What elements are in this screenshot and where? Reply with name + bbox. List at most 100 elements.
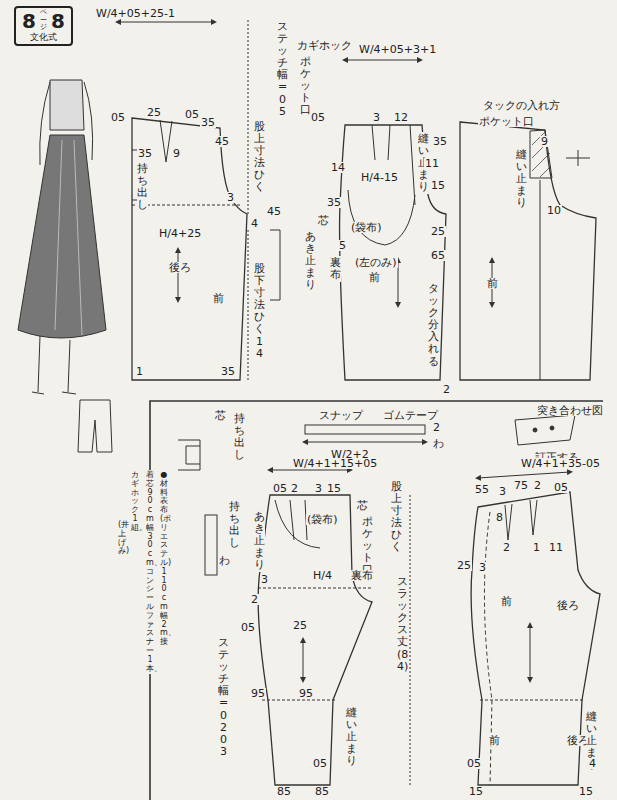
pattern-note: 芯 bbox=[356, 500, 369, 511]
pattern-note: 持ち出し bbox=[234, 412, 245, 462]
dimension-number: 2 bbox=[250, 594, 259, 605]
dimension-number: 2 bbox=[290, 483, 299, 494]
dimension-number: 65 bbox=[430, 250, 446, 261]
formula-label: W/4+1+35-05 bbox=[520, 458, 601, 469]
pattern-note: 後ろ bbox=[168, 262, 192, 273]
dimension-number: 11 bbox=[424, 158, 440, 169]
formula-label: W/4+05+25-1 bbox=[95, 8, 176, 19]
dimension-number: 3 bbox=[314, 483, 323, 494]
pattern-note: 股上寸法ひく bbox=[254, 120, 265, 195]
formula-label: W/4+1+15+05 bbox=[292, 458, 378, 469]
dimension-number: 3 bbox=[226, 192, 235, 203]
pattern-note: スラックス丈(84) bbox=[397, 575, 408, 674]
dimension-number: 3 bbox=[372, 112, 381, 123]
pattern-note: 着芯90cm幅30cm、コンシールファスナー1本、 bbox=[146, 470, 154, 674]
dimension-number: 45 bbox=[214, 136, 230, 147]
pattern-note: カギホック bbox=[296, 40, 353, 51]
dimension-number: 05 bbox=[553, 482, 569, 493]
dimension-number: 12 bbox=[393, 112, 409, 123]
dimension-number: 35 bbox=[326, 197, 342, 208]
dimension-number: 95 bbox=[250, 688, 266, 699]
dimension-number: 15 bbox=[326, 483, 342, 494]
dimension-number: 1 bbox=[532, 542, 541, 553]
pattern-note: わ bbox=[432, 438, 445, 449]
dimension-number: 3 bbox=[478, 562, 487, 573]
pattern-note: (袋布) bbox=[350, 222, 383, 233]
pattern-note: 突き合わせ図 bbox=[536, 405, 604, 416]
dimension-number: 11 bbox=[548, 542, 564, 553]
formula-label: H/4-15 bbox=[360, 172, 399, 183]
dimension-number: 4 bbox=[588, 758, 597, 769]
pattern-note: 股下寸法ひく14 bbox=[254, 262, 265, 361]
pattern-note: 後ろ bbox=[556, 600, 580, 611]
pattern-note: 縫い止まり bbox=[516, 148, 527, 210]
dimension-number: 2 bbox=[533, 480, 542, 491]
dimension-number: 9 bbox=[540, 136, 549, 147]
pattern-note: ポケット口 bbox=[300, 55, 311, 117]
pattern-note: タックの入れ方 bbox=[482, 100, 561, 111]
pattern-note: (左のみ) bbox=[354, 257, 398, 268]
dimension-number: 9 bbox=[172, 148, 181, 159]
pattern-note: 前 bbox=[212, 293, 225, 304]
dimension-number: 15 bbox=[468, 786, 484, 797]
pattern-note: あき止まり bbox=[305, 230, 316, 292]
dimension-number: 95 bbox=[298, 688, 314, 699]
formula-label: W/4+05+3+1 bbox=[358, 44, 437, 55]
dimension-number: 2 bbox=[432, 422, 441, 433]
page-word: ページ bbox=[40, 9, 47, 32]
pattern-note: あき止まり bbox=[254, 510, 265, 572]
page-number: 8 bbox=[51, 11, 65, 31]
header-row: 8 ページ 8 bbox=[22, 9, 65, 32]
dimension-number: 15 bbox=[578, 786, 594, 797]
pattern-note: ゴムテープ bbox=[382, 410, 439, 421]
dimension-number: 25 bbox=[292, 620, 308, 631]
dimension-number: 5 bbox=[338, 240, 347, 251]
dimension-number: 14 bbox=[330, 162, 346, 173]
pattern-note: 裏布 bbox=[350, 570, 374, 581]
pattern-note: ポケット口 bbox=[478, 116, 535, 127]
pattern-note: 縫い止まり bbox=[346, 706, 357, 768]
pattern-note: 股上寸法ひく bbox=[391, 480, 402, 555]
dimension-number: 05 bbox=[310, 112, 326, 123]
dimension-number: 05 bbox=[240, 622, 256, 633]
dimension-number: 25 bbox=[430, 226, 446, 237]
pattern-note: 前 bbox=[486, 278, 499, 289]
pattern-note: タック分入れる bbox=[428, 282, 439, 369]
dimension-number: 05 bbox=[312, 758, 328, 769]
pattern-note: ●材料 表布(ポリエステル)110cm幅2m、接 bbox=[160, 470, 168, 648]
dimension-number: 05 bbox=[110, 112, 126, 123]
pattern-note: 持ち出し bbox=[137, 162, 148, 212]
dimension-number: 35 bbox=[200, 117, 216, 128]
dimension-number: 8 bbox=[495, 512, 504, 523]
method-name: 文化式 bbox=[22, 33, 65, 42]
dimension-number: 3 bbox=[260, 574, 269, 585]
dimension-number: 05 bbox=[466, 758, 482, 769]
pattern-note: 芯 bbox=[214, 410, 227, 421]
formula-label: H/4+25 bbox=[158, 228, 202, 239]
page-header-box: 8 ページ 8 文化式 bbox=[14, 6, 73, 46]
dimension-number: 2 bbox=[502, 542, 511, 553]
dimension-number: 35 bbox=[432, 136, 448, 147]
pattern-note: 前 bbox=[368, 272, 381, 283]
pattern-note: (井上げみ) bbox=[118, 520, 126, 557]
pattern-note: 芯 bbox=[318, 214, 329, 228]
dimension-number: 4 bbox=[250, 218, 259, 229]
pattern-note: ステッチ幅=02 03 bbox=[218, 636, 229, 759]
dimension-number: 10 bbox=[546, 205, 562, 216]
pattern-note: カギホック1組。 bbox=[131, 470, 139, 534]
dimension-number: 75 bbox=[513, 480, 529, 491]
pattern-note: わ bbox=[218, 555, 231, 566]
dimension-number: 35 bbox=[220, 366, 236, 377]
page-number: 8 bbox=[22, 11, 36, 31]
dimension-number: 3 bbox=[498, 486, 507, 497]
dimension-number: 1 bbox=[135, 366, 144, 377]
dimension-number: 85 bbox=[314, 786, 330, 797]
dimension-number: 55 bbox=[474, 484, 490, 495]
pattern-note: 前 bbox=[488, 735, 501, 746]
pattern-note: 前 bbox=[500, 596, 513, 607]
pattern-note: ポケット口 bbox=[362, 515, 373, 577]
dimension-number: 35 bbox=[137, 148, 153, 159]
dimension-number: 85 bbox=[276, 786, 292, 797]
dimension-number: 25 bbox=[146, 107, 162, 118]
pattern-note: 持ち出し bbox=[229, 500, 240, 550]
